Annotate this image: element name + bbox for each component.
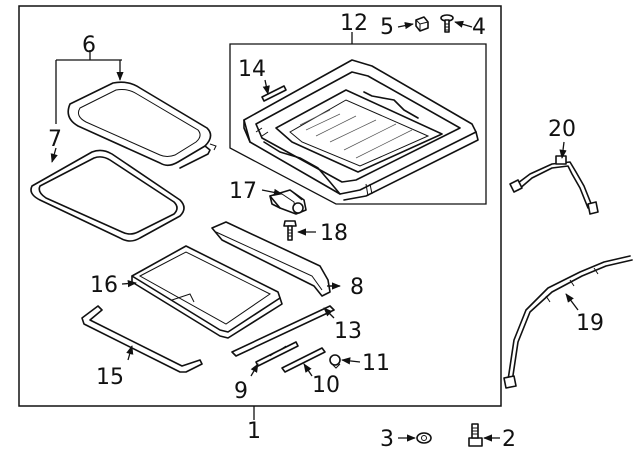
nut-part bbox=[416, 432, 432, 444]
screw-part-top bbox=[440, 14, 454, 33]
callout-17: 17 bbox=[229, 179, 257, 204]
drain-hose-rear-part bbox=[503, 255, 633, 389]
frame-subassembly-box bbox=[229, 43, 487, 205]
callout-10: 10 bbox=[312, 373, 340, 398]
callout-6: 6 bbox=[82, 33, 96, 58]
callout-20: 20 bbox=[548, 117, 576, 142]
callout-4: 4 bbox=[472, 15, 486, 40]
motor-part bbox=[269, 189, 307, 215]
callout-7: 7 bbox=[48, 127, 62, 152]
callout-3: 3 bbox=[380, 427, 394, 452]
weatherstrip-part bbox=[30, 149, 185, 242]
callout-13: 13 bbox=[334, 319, 362, 344]
callout-5: 5 bbox=[380, 15, 394, 40]
callout-11: 11 bbox=[362, 351, 390, 376]
bolt-part-bottom bbox=[468, 423, 483, 447]
callout-14: 14 bbox=[238, 57, 266, 82]
bracket-nut-part bbox=[415, 16, 429, 32]
rear-trim-part bbox=[81, 305, 203, 373]
callout-19: 19 bbox=[576, 311, 604, 336]
bolt-part bbox=[283, 220, 297, 241]
glass-panel-part bbox=[67, 81, 217, 169]
callout-15: 15 bbox=[96, 365, 124, 390]
drain-strip-part bbox=[231, 305, 335, 357]
assembly-boundary bbox=[18, 5, 502, 407]
clip-part-small bbox=[329, 354, 341, 369]
callout-18: 18 bbox=[320, 221, 348, 246]
clip-part bbox=[261, 85, 287, 102]
callout-8: 8 bbox=[350, 275, 364, 300]
front-rail-part bbox=[211, 221, 331, 297]
callout-9: 9 bbox=[234, 379, 248, 404]
callout-12: 12 bbox=[340, 11, 368, 36]
callout-2: 2 bbox=[502, 427, 516, 452]
sunroof-frame-part bbox=[243, 59, 479, 201]
drain-hose-front-part bbox=[509, 155, 599, 215]
cable-strip-part bbox=[281, 347, 326, 373]
sunshade-part bbox=[131, 245, 283, 339]
callout-1: 1 bbox=[247, 419, 261, 444]
callout-16: 16 bbox=[90, 273, 118, 298]
leader-lines bbox=[50, 20, 579, 442]
